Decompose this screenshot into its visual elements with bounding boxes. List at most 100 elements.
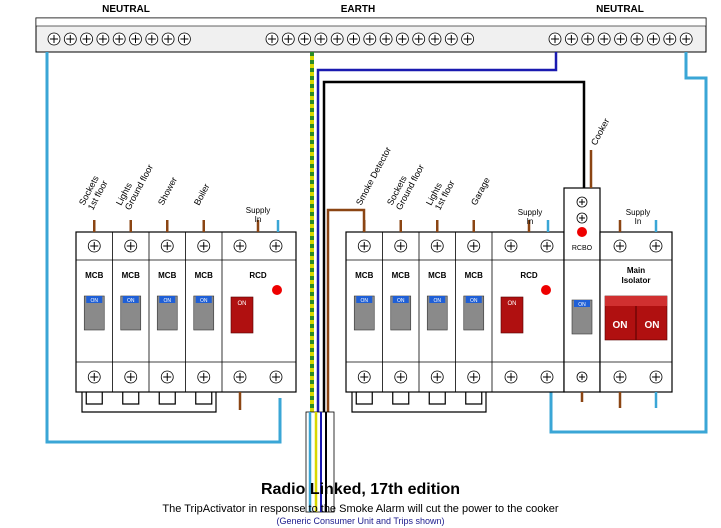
caption-subtitle: The TripActivator in response to the Smo…: [162, 503, 559, 515]
right-mcb-switch[interactable]: ON: [463, 295, 485, 331]
left-mcb-on-label: ON: [164, 298, 172, 304]
earth-terminal: [395, 32, 409, 46]
right-mcb-switch[interactable]: ON: [426, 295, 448, 331]
left-breaker-terminal-bottom: [87, 370, 101, 384]
rcbo-label: RCBO: [572, 245, 593, 252]
neutral-terminal: [47, 32, 61, 46]
right-rcd-terminal-bottom: [504, 370, 518, 384]
earth-terminal: [347, 32, 360, 46]
live-wire-black: [322, 80, 586, 412]
earth-terminal: [363, 32, 377, 46]
earth-terminal: [330, 32, 344, 46]
neutral-terminals-right: [548, 32, 693, 46]
left-mcb-switch[interactable]: ON: [120, 295, 142, 331]
neutral-terminal: [96, 32, 110, 46]
earth-terminal: [444, 32, 458, 46]
right-breaker-terminal-top: [357, 239, 371, 253]
right-breaker-terminal-top: [467, 239, 481, 253]
right-mcb-label: MCB: [392, 271, 410, 280]
right-rcd-terminal-bottom: [540, 370, 554, 384]
right-rcd-terminal-top: [540, 239, 554, 253]
right-breaker-terminal-bottom: [467, 370, 481, 384]
neutral-terminal: [63, 32, 77, 46]
left-comb-bar: [81, 392, 217, 413]
left-rcd-switch[interactable]: [230, 296, 254, 334]
earth-terminals: [265, 32, 475, 46]
left-mcb-label: MCB: [122, 271, 140, 280]
neutral-terminal: [581, 32, 595, 46]
isolator-on-right: ON: [645, 320, 660, 331]
right-rcd-test-indicator[interactable]: [541, 285, 551, 295]
neutral-bar-right-label: NEUTRAL: [596, 4, 644, 15]
right-mcb-on-label: ON: [470, 298, 478, 304]
neutral-terminal: [565, 32, 578, 46]
right-mcb-on-label: ON: [434, 298, 442, 304]
left-mcb-label: MCB: [195, 271, 213, 280]
neutral-terminal: [597, 32, 611, 46]
neutral-wire-right: [549, 52, 708, 434]
right-comb-bar: [351, 392, 487, 413]
neutral-terminal: [630, 32, 644, 46]
left-comb-link: [195, 392, 213, 405]
right-breaker-terminal-bottom: [394, 370, 408, 384]
circuit-label: Shower: [156, 175, 179, 207]
right-rcd-label: RCD: [520, 271, 538, 280]
neutral-bar-left-label: NEUTRAL: [102, 4, 150, 15]
right-breaker-terminal-top: [394, 239, 408, 253]
left-comb-link: [122, 392, 140, 405]
rcbo-module: RCBO ON Cooker: [563, 117, 611, 402]
right-mcb-switch[interactable]: ON: [353, 295, 375, 331]
right-mcb-switch[interactable]: ON: [390, 295, 412, 331]
left-mcb-label: MCB: [158, 271, 176, 280]
neutral-terminal: [80, 32, 93, 46]
cooker-label: Cooker: [589, 117, 611, 147]
neutral-terminal: [647, 32, 660, 46]
left-rcd-terminal-bottom: [269, 370, 283, 384]
left-mcb-switch[interactable]: ON: [83, 295, 105, 331]
earth-bar-label: EARTH: [341, 4, 375, 15]
right-mcb-label: MCB: [465, 271, 483, 280]
neutral-terminal: [112, 32, 126, 46]
rcbo-test-indicator[interactable]: [577, 227, 587, 237]
left-mcb-on-label: ON: [91, 298, 99, 304]
right-mcb-on-label: ON: [397, 298, 405, 304]
earth-terminal: [281, 32, 295, 46]
right-rcd-terminal-top: [504, 239, 518, 253]
neutral-wire-left: [45, 52, 282, 444]
left-breaker-terminal-top: [87, 239, 101, 253]
right-rcd-on-label: ON: [508, 301, 517, 307]
right-mcb-on-label: ON: [361, 298, 369, 304]
earth-terminal: [265, 32, 279, 46]
left-mcb-on-label: ON: [200, 298, 208, 304]
left-comb-link: [85, 392, 103, 405]
earth-terminal: [428, 32, 442, 46]
right-rcd-switch[interactable]: [500, 296, 524, 334]
left-mcb-switch[interactable]: ON: [156, 295, 178, 331]
right-breaker-terminal-bottom: [357, 370, 371, 384]
left-mcb-switch[interactable]: ON: [193, 295, 215, 331]
caption-title: Radio Linked, 17th edition: [260, 481, 461, 498]
right-comb-link: [428, 392, 446, 405]
left-breaker-terminal-top: [160, 239, 174, 253]
neutral-terminal: [129, 32, 142, 46]
left-breaker-terminal-bottom: [124, 370, 138, 384]
right-comb-link: [465, 392, 483, 405]
left-rcd-test-indicator[interactable]: [272, 285, 282, 295]
left-mcb-on-label: ON: [127, 298, 135, 304]
caption-note: (Generic Consumer Unit and Trips shown): [276, 516, 445, 526]
wires: [45, 52, 708, 513]
earth-terminal: [461, 32, 475, 46]
neutral-wire-blue: [316, 52, 558, 412]
right-comb-link: [355, 392, 373, 405]
bus-bar: NEUTRAL EARTH NEUTRAL: [35, 4, 707, 53]
right-mcb-label: MCB: [428, 271, 446, 280]
circuit-label: Garage: [469, 176, 492, 207]
right-breaker-terminal-top: [430, 239, 444, 253]
left-rcd-label: RCD: [249, 271, 267, 280]
isolator-on-left: ON: [613, 320, 628, 331]
left-rcd-terminal-top: [233, 239, 247, 253]
right-breaker-terminal-bottom: [430, 370, 444, 384]
